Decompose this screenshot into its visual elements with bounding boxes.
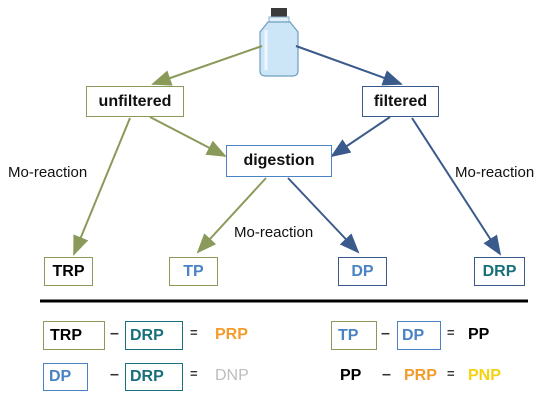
node-drp: DRP [474,257,525,286]
eq2-operand-a: TP [331,321,377,350]
eq2-equals: = [447,325,455,340]
eq1-result: PRP [215,326,248,343]
eq1-minus: – [110,325,119,342]
edge-label-left: Mo-reaction [8,164,88,181]
arrow-digestion-to-dp [287,177,360,254]
arrow-digestion-to-tp [196,177,267,254]
eq3-result: DNP [215,367,249,384]
eq3-operand-a: DP [43,363,88,391]
eq1-operand-b: DRP [125,321,183,350]
arrow-filtered-to-drp [411,117,502,256]
node-filtered: filtered [362,86,439,117]
arrow-unfiltered-to-trp [73,117,131,256]
node-trp: TRP [44,257,93,286]
eq3-minus: – [110,366,119,383]
arrow-unfiltered-to-digestion [149,116,227,157]
eq1-operand-a: TRP [43,321,105,350]
eq3-operand-b: DRP [125,363,183,391]
eq3-equals: = [190,366,198,381]
arrow-bottle-to-filtered [295,45,403,86]
sample-bottle-icon [259,8,299,77]
arrow-bottle-to-unfiltered [151,45,263,86]
node-digestion: digestion [226,145,332,177]
eq4-equals: = [447,366,455,381]
edge-label-right: Mo-reaction [455,164,535,181]
eq4-operand-a: PP [340,367,362,384]
eq4-operand-b: PRP [404,367,437,384]
eq2-operand-b: DP [397,321,441,350]
eq4-minus: – [382,366,391,383]
eq2-minus: – [381,325,390,342]
node-unfiltered: unfiltered [86,86,184,117]
eq4-result: PNP [468,367,501,384]
eq2-result: PP [468,326,490,343]
arrow-filtered-to-digestion [330,116,391,158]
node-tp: TP [169,257,218,286]
edge-label-center: Mo-reaction [234,224,314,241]
eq1-equals: = [190,325,198,340]
node-dp: DP [338,257,387,286]
